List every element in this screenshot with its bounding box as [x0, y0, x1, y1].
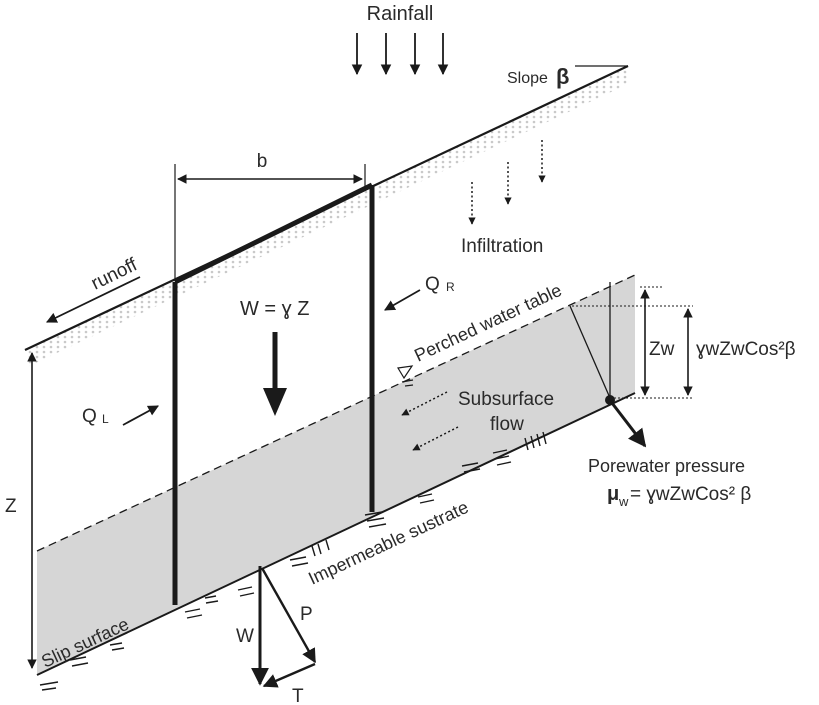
porewater-title: Porewater pressure: [588, 456, 745, 476]
infiltration-label: Infiltration: [461, 236, 543, 257]
porewater-equation: = ɣwZwCos² β: [630, 484, 751, 505]
rainfall-arrows: [351, 33, 449, 76]
qr-label: Q: [425, 274, 440, 295]
ql-subscript: L: [102, 412, 109, 426]
rainfall-label: Rainfall: [367, 3, 434, 25]
force-w-label: W: [236, 626, 254, 647]
zw-label: Zw: [649, 339, 675, 360]
saturated-zone: [37, 275, 635, 675]
porewater-arrow: [610, 402, 647, 448]
subsurface-label-line1: Subsurface: [458, 389, 554, 410]
subsurface-label-line2: flow: [490, 414, 524, 435]
substrate-hatching: [39, 431, 547, 691]
force-p-label: P: [300, 604, 313, 625]
width-b-label: b: [257, 151, 268, 172]
slip-surface-line: [36, 392, 636, 676]
force-p-arrow: [260, 567, 317, 664]
runoff-arrow: [46, 276, 141, 323]
porewater-mu: μ: [607, 483, 619, 505]
slice-top-boundary: [173, 182, 374, 285]
subsurface-flow-arrows: [401, 391, 459, 451]
perched-water-table-line: [36, 274, 636, 552]
zw-pressure-label: ɣwZwCos²β: [696, 339, 796, 360]
force-t-arrow: [262, 662, 316, 688]
porewater-point: [605, 395, 615, 405]
infiltration-arrows: [468, 140, 546, 225]
weight-arrowhead: [263, 388, 287, 416]
weight-equation: W = ɣ Z: [240, 298, 309, 320]
z-label: Z: [5, 496, 17, 517]
qr-subscript: R: [446, 280, 455, 294]
water-column-normal: [569, 305, 611, 399]
slope-beta-symbol: β: [556, 64, 569, 89]
force-t-label: T: [292, 686, 304, 705]
ql-label: Q: [82, 406, 97, 427]
qr-arrow: [384, 289, 421, 311]
ql-arrow: [122, 405, 159, 426]
slope-label: Slope: [507, 70, 548, 87]
porewater-mu-subscript: w: [618, 494, 629, 509]
water-table-symbol: [397, 365, 414, 387]
